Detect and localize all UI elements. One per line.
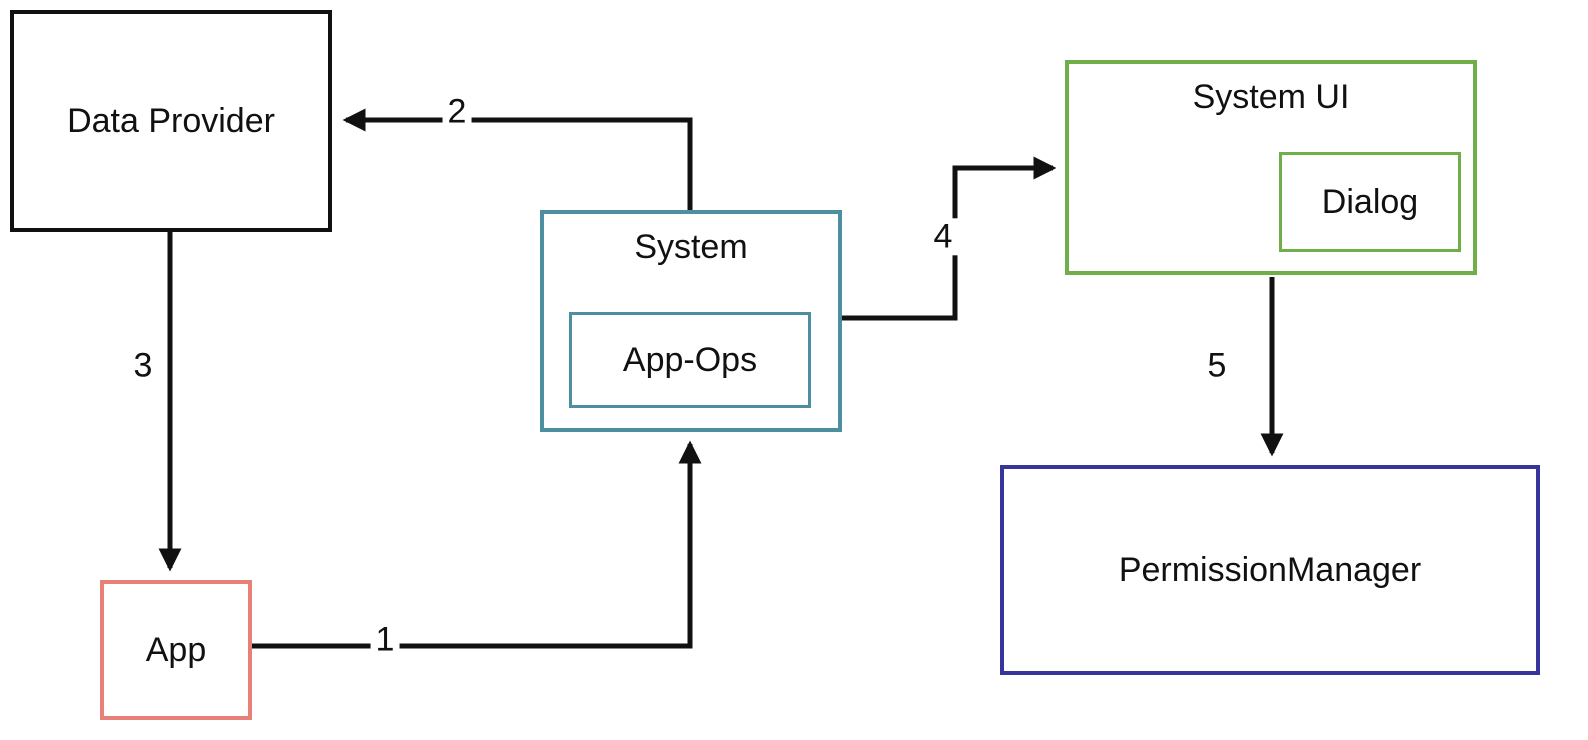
node-system: System App-Ops [540, 210, 842, 432]
node-app-label: App [145, 630, 207, 669]
node-system-label: System [634, 228, 748, 266]
node-dialog-label: Dialog [1321, 182, 1419, 221]
node-system-ui: System UI Dialog [1065, 60, 1477, 275]
edge-label-1: 1 [370, 620, 400, 659]
node-app-ops-label: App-Ops [622, 340, 758, 379]
edge-2-system-to-data-provider [342, 108, 693, 212]
node-data-provider: Data Provider [10, 10, 332, 232]
edge-label-2: 2 [442, 92, 472, 131]
edge-label-5: 5 [1202, 346, 1232, 385]
node-dialog: Dialog [1279, 152, 1461, 252]
node-permission-manager-label: PermissionManager [1118, 550, 1422, 589]
edge-1-app-to-system [252, 440, 702, 649]
node-data-provider-label: Data Provider [67, 101, 275, 140]
node-app-ops: App-Ops [569, 312, 811, 408]
node-permission-manager: PermissionManager [1000, 465, 1540, 675]
edge-label-3: 3 [128, 346, 158, 385]
node-system-ui-label: System UI [1192, 78, 1350, 116]
edge-label-4: 4 [928, 217, 958, 256]
node-app: App [100, 580, 252, 720]
